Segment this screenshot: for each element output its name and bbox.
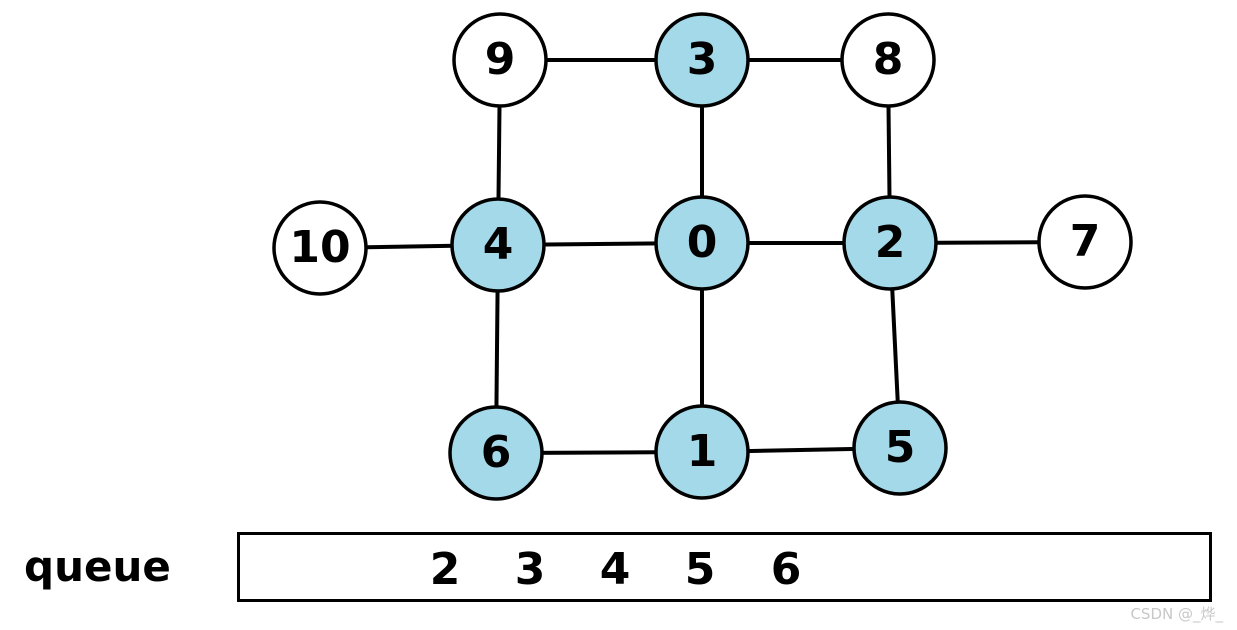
node-5: 5 xyxy=(852,400,948,496)
node-circle-3 xyxy=(654,12,750,108)
watermark: CSDN @_烨_ xyxy=(1130,605,1223,623)
node-circle-9 xyxy=(452,12,548,108)
node-circle-2 xyxy=(842,195,938,291)
node-circle-10 xyxy=(272,200,368,296)
node-label-10: 10 xyxy=(289,222,350,273)
node-label-4: 4 xyxy=(483,219,514,270)
queue-label: queue xyxy=(24,542,171,591)
node-label-3: 3 xyxy=(687,34,718,85)
queue-item: 4 xyxy=(599,544,631,595)
node-label-5: 5 xyxy=(885,422,916,473)
node-1: 1 xyxy=(654,404,750,500)
node-circle-8 xyxy=(840,12,936,108)
node-circle-4 xyxy=(450,197,546,293)
node-circle-0 xyxy=(654,195,750,291)
queue-item: 3 xyxy=(514,544,546,595)
node-circle-5 xyxy=(852,400,948,496)
node-8: 8 xyxy=(840,12,936,108)
node-3: 3 xyxy=(654,12,750,108)
node-4: 4 xyxy=(450,197,546,293)
node-circle-6 xyxy=(448,405,544,501)
node-2: 2 xyxy=(842,195,938,291)
queue-item: 6 xyxy=(770,544,802,595)
node-label-9: 9 xyxy=(485,34,516,85)
queue-item: 2 xyxy=(429,544,461,595)
queue-box: 2 3 4 5 6 xyxy=(237,532,1212,602)
node-circle-7 xyxy=(1037,194,1133,290)
node-label-2: 2 xyxy=(875,217,906,268)
node-0: 0 xyxy=(654,195,750,291)
queue-item: 5 xyxy=(684,544,716,595)
node-6: 6 xyxy=(448,405,544,501)
node-7: 7 xyxy=(1037,194,1133,290)
node-label-8: 8 xyxy=(873,34,904,85)
node-9: 9 xyxy=(452,12,548,108)
node-circle-1 xyxy=(654,404,750,500)
node-label-0: 0 xyxy=(687,217,718,268)
node-label-1: 1 xyxy=(687,426,718,477)
node-10: 10 xyxy=(272,200,368,296)
node-label-6: 6 xyxy=(481,427,512,478)
nodes-layer: 0 1 2 3 4 5 6 7 8 9 10 xyxy=(272,12,1133,501)
node-label-7: 7 xyxy=(1070,216,1101,267)
